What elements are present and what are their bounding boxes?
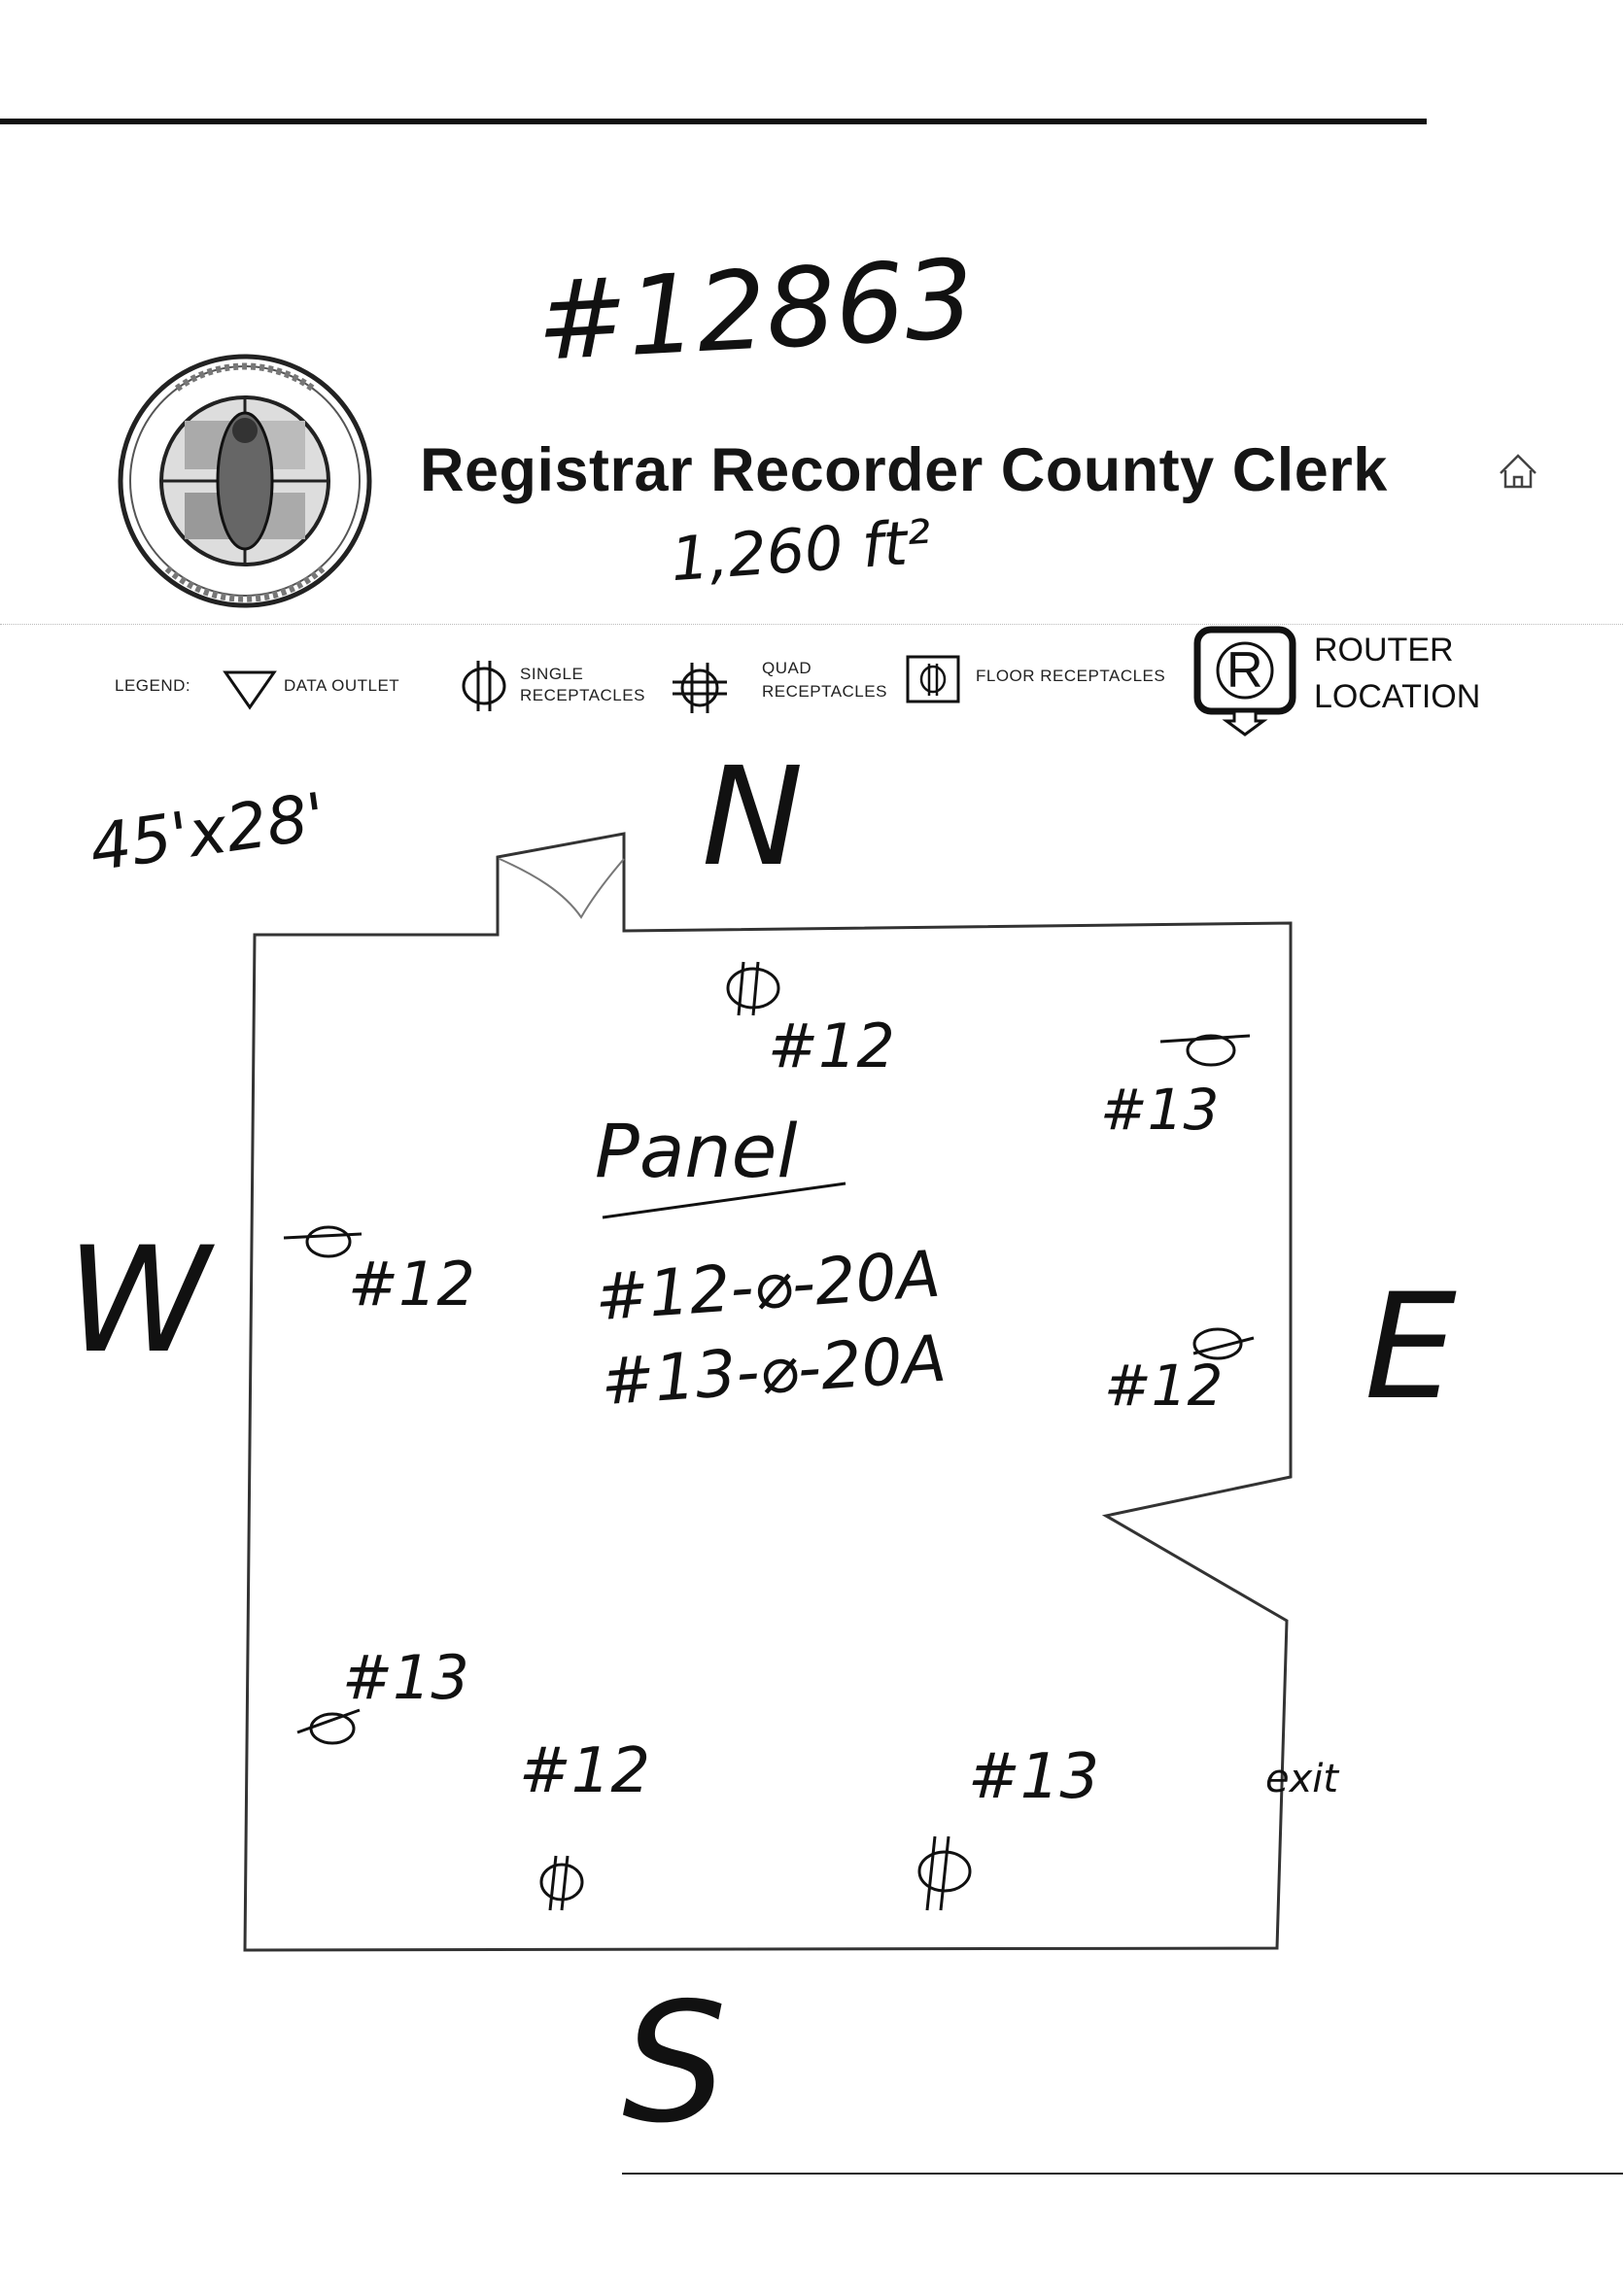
- panel-label: Panel: [595, 1108, 798, 1194]
- outlet-duplex-ne: [1159, 1034, 1251, 1067]
- legend-data-outlet: DATA OUTLET: [284, 676, 400, 695]
- legend-quad-line1: QUAD: [762, 659, 812, 677]
- outlet-label-south-1: #12: [519, 1735, 651, 1807]
- top-rule: [0, 119, 1427, 124]
- single-receptacle-icon: [462, 661, 506, 711]
- handwritten-id: #12863: [533, 236, 978, 386]
- compass-west: W: [66, 1217, 211, 1386]
- outlet-single-north: [726, 961, 780, 1016]
- outlet-duplex-sw: [296, 1708, 361, 1745]
- outlet-single-south-1: [539, 1855, 584, 1911]
- router-line1: ROUTER: [1314, 632, 1454, 668]
- outlet-single-south-2: [917, 1835, 972, 1911]
- router-line2: LOCATION: [1314, 678, 1481, 715]
- outlet-label-west: #12: [348, 1249, 475, 1319]
- legend-single-line1: SINGLE: [520, 665, 584, 683]
- bottom-rule: [622, 2173, 1623, 2175]
- panel-circuit-1: #12-⌀-20A: [592, 1236, 944, 1336]
- room-dimensions: 45'x28': [85, 778, 330, 886]
- legend-single-line2: RECEPTACLES: [520, 686, 645, 704]
- page-title: Registrar Recorder County Clerk: [420, 436, 1388, 504]
- outlet-label-south-2: #13: [968, 1741, 1100, 1813]
- handwritten-area: 1,260 ft²: [668, 505, 934, 596]
- outlet-label-east: #12: [1104, 1353, 1224, 1419]
- legend-label: LEGEND:: [115, 676, 191, 695]
- floor-receptacle-icon: [906, 655, 960, 703]
- outlet-label-ne: #13: [1100, 1077, 1220, 1143]
- compass-south: S: [622, 1968, 727, 2160]
- triangle-icon: [223, 670, 277, 710]
- outlet-label-north: #12: [768, 1011, 895, 1081]
- legend-floor: FLOOR RECEPTACLES: [976, 667, 1166, 685]
- exit-label: exit: [1265, 1757, 1339, 1801]
- outlet-label-sw: #13: [342, 1642, 469, 1713]
- legend-quad-line2: RECEPTACLES: [762, 682, 887, 701]
- home-icon: [1500, 454, 1537, 489]
- separator: [0, 624, 1623, 625]
- quad-receptacle-icon: [673, 663, 727, 713]
- compass-east: E: [1364, 1263, 1457, 1432]
- router-letter: R: [1226, 642, 1263, 699]
- panel-circuit-2: #13-⌀-20A: [598, 1320, 950, 1421]
- compass-north: N: [702, 738, 804, 897]
